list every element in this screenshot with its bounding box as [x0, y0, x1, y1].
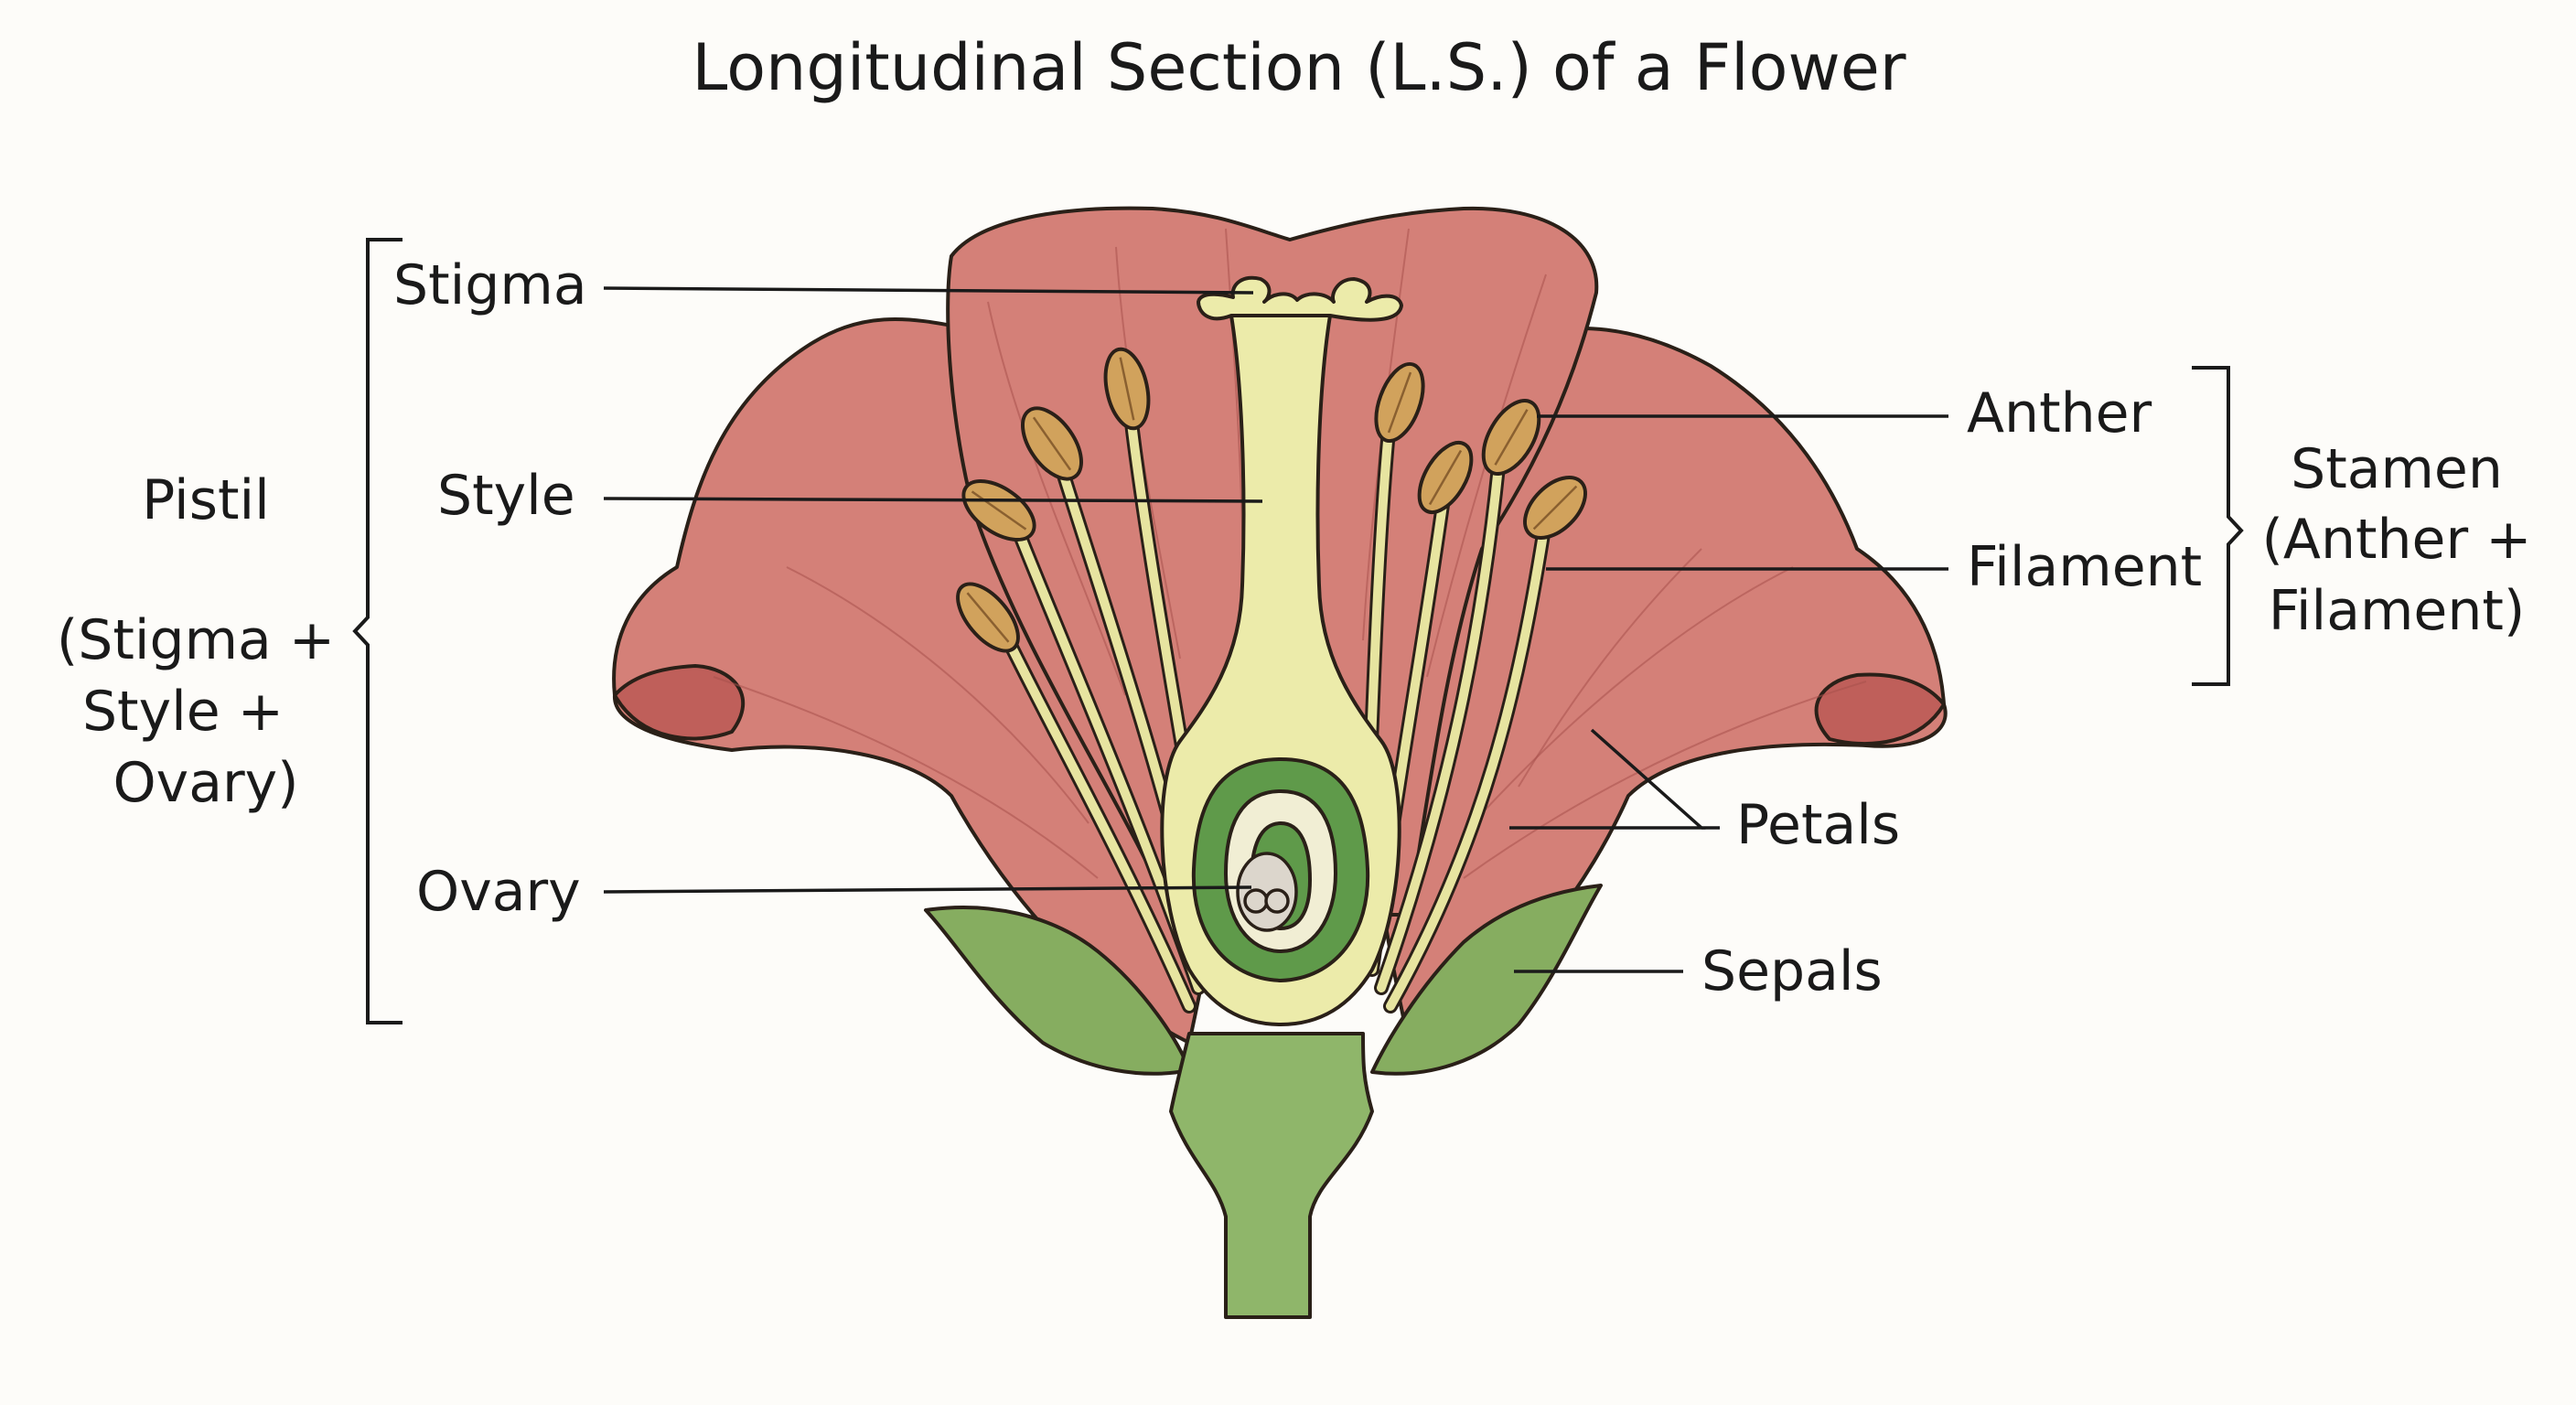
pistil-group: Pistil (Stigma + Style + Ovary)	[57, 238, 402, 1024]
ovule-2	[1264, 888, 1290, 914]
anther-8	[1523, 476, 1587, 540]
leader-style	[603, 497, 1263, 503]
anther-2	[961, 479, 1036, 542]
left-petal-lip	[613, 664, 746, 741]
label-filament: Filament	[1967, 535, 2202, 599]
leader-stigma	[603, 286, 1254, 295]
stigma-lobes	[1197, 275, 1403, 322]
left-labels: Stigma Style Ovary	[393, 253, 1263, 924]
right-labels: Anther Filament Petals Sepals	[1509, 381, 2202, 1003]
stamen-detail-2: Filament)	[2269, 579, 2526, 643]
anther-6	[1417, 441, 1474, 514]
anther-1	[956, 582, 1020, 653]
stem	[1169, 1032, 1374, 1319]
anther-4	[1103, 347, 1151, 431]
pistil-detail-2: Style +	[82, 680, 284, 744]
stamen-name: Stamen	[2291, 437, 2503, 501]
leader-ovary	[603, 885, 1252, 894]
label-stigma: Stigma	[393, 253, 587, 317]
stamen-bracket	[2192, 366, 2244, 686]
flower-illustration	[612, 206, 1948, 1319]
anther-5	[1374, 361, 1425, 444]
pistil-detail-3: Ovary)	[113, 751, 298, 815]
anther-7	[1481, 399, 1541, 476]
right-sepal	[1370, 884, 1603, 1076]
right-petal-lip	[1814, 672, 1946, 745]
label-petals: Petals	[1736, 793, 1900, 857]
ovule-1	[1243, 888, 1269, 914]
pistil-detail-1: (Stigma +	[57, 608, 335, 672]
label-ovary: Ovary	[416, 860, 581, 924]
ovule-body	[1236, 852, 1298, 932]
pistil-name: Pistil	[142, 468, 270, 532]
stamen-detail-1: (Anther +	[2262, 508, 2532, 572]
anthers	[956, 347, 1587, 653]
pistil-bracket	[352, 238, 402, 1024]
label-style: Style	[437, 464, 575, 528]
anther-3	[1021, 406, 1083, 481]
label-anther: Anther	[1967, 381, 2152, 445]
page-title: Longitudinal Section (L.S.) of a Flower	[692, 30, 1905, 105]
stamen-group: Stamen (Anther + Filament)	[2192, 366, 2532, 686]
filaments	[990, 400, 1553, 1014]
label-sepals: Sepals	[1701, 939, 1883, 1003]
